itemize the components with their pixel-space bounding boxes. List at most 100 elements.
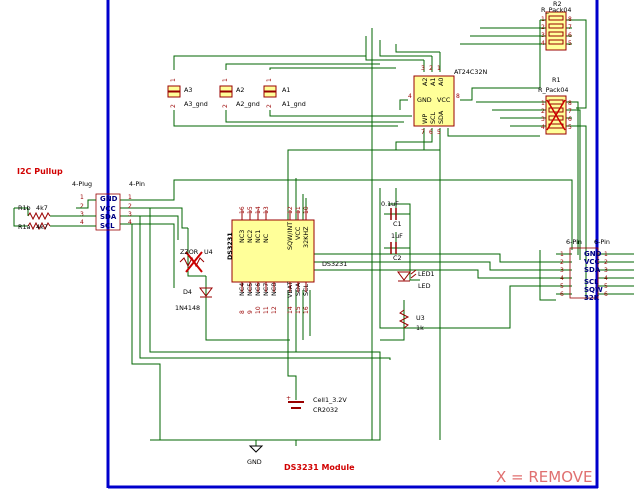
rpack-r1: R1 R_Pack04 1 2 3 4 8 7 6 5: [538, 76, 572, 135]
jumper-pin: 1: [222, 78, 229, 82]
cell-value: CR2032: [313, 406, 338, 414]
out-label-a: 6-Pin: [566, 238, 582, 246]
led1-value: LED: [418, 282, 431, 290]
ic-pin-num: 9: [247, 310, 254, 314]
out-pin-num: 2: [560, 259, 564, 266]
ds3231-ic: DS3231 DS3231 NC3 NC2 NC1 NC SQW/INT VCC…: [226, 206, 347, 314]
rpack-r2-pin: 8: [568, 16, 572, 23]
eeprom-at24c32n: AT24C32N A2 A1 A0 GND VCC WP SCL SDA 3 2…: [408, 65, 488, 136]
jumper-ref: A1: [282, 86, 290, 94]
out-signal: SCL: [584, 278, 599, 286]
u3-ref: U3: [416, 314, 425, 322]
jumper-label: A3_gnd: [184, 100, 208, 108]
eeprom-pin-name: A2: [421, 78, 429, 86]
eeprom-name: AT24C32N: [454, 68, 488, 76]
r1a-ref: R1a: [18, 223, 31, 231]
pin-label: 4-Pin: [129, 180, 145, 188]
rpack-r2-pin: 7: [568, 24, 572, 31]
ic-pin-name: NC: [262, 233, 270, 243]
remove-mark: [546, 99, 566, 131]
ds3231-name: DS3231: [322, 260, 347, 268]
cell-plus: +: [286, 395, 291, 402]
out-pin-num: 4: [560, 275, 564, 282]
eeprom-pin-num: 1: [437, 65, 441, 72]
i2c-signal: GND: [100, 195, 118, 203]
rpack-r1-value: R_Pack04: [538, 86, 568, 94]
eeprom-pin-name: GND: [417, 96, 432, 104]
eeprom-pin-num: 5: [437, 129, 441, 136]
rpack-r1-pin: 2: [541, 108, 545, 115]
i2c-pin-num: 4: [80, 219, 84, 226]
out-pin-num: 4: [604, 275, 608, 282]
i2c-pin-num: 3: [80, 211, 84, 218]
ic-pin-name: NC3: [238, 230, 246, 243]
eeprom-pin-num: 3: [421, 65, 425, 72]
ic-pin-num: 10: [255, 306, 262, 314]
eeprom-pin-name: A1: [429, 78, 437, 86]
i2c-pin-num: 3: [128, 211, 132, 218]
ic-pin-num: 15: [295, 306, 302, 314]
i2c-pin-num: 1: [128, 194, 132, 201]
ic-pin-num: 11: [263, 306, 270, 314]
jumper-pin: 2: [170, 104, 177, 108]
remove-mark: [185, 251, 203, 273]
zzor-label: ZZOR: [180, 248, 199, 256]
c1-value: 0.1uF: [381, 200, 399, 208]
zzor-u4: ZZOR U4: [179, 248, 213, 273]
rpack-r1-pin: 8: [568, 100, 572, 107]
c1-ref: C1: [393, 220, 402, 228]
ic-pin-num: 8: [239, 310, 246, 314]
out-pin-num: 1: [560, 251, 564, 258]
r1a-value: 4k7: [36, 223, 48, 231]
r1b-value: 4k7: [36, 204, 48, 212]
out-signal: VCC: [584, 258, 600, 266]
diode-d4: D4 1N4148: [175, 287, 213, 312]
rpack-r2-pin: 1: [541, 16, 545, 23]
wires: [120, 19, 634, 446]
out-signal: SDA: [584, 266, 601, 274]
eeprom-pin-num: 8: [456, 93, 460, 100]
eeprom-pin-num: 4: [408, 93, 412, 100]
jumper-pin: 2: [266, 104, 273, 108]
rpack-r1-pin: 1: [541, 100, 545, 107]
eeprom-pin-name: WP: [421, 114, 429, 124]
battery-cell1: + Cell1_3.2V CR2032: [286, 395, 347, 414]
rpack-r2: R2 R_Pack04 1 2 3 4 8 7 6 5: [541, 0, 572, 51]
module-title: DS3231 Module: [284, 463, 355, 472]
i2c-pin-num: 2: [128, 203, 132, 210]
ic-pin-name: NC1: [254, 230, 262, 243]
rpack-r1-pin: 5: [568, 124, 572, 131]
out-pin-num: 6: [604, 291, 608, 298]
rpack-r2-ref: R2: [553, 0, 562, 8]
out-signal: GND: [584, 250, 602, 258]
jumper-pin: 1: [266, 78, 273, 82]
rpack-r2-pin: 4: [541, 40, 545, 47]
eeprom-pin-name: VCC: [437, 96, 451, 104]
out-label-b: 6-Pin: [594, 238, 610, 246]
out-pin-num: 3: [560, 267, 564, 274]
i2c-signal: VCC: [100, 205, 116, 213]
output-header: 6-Pin 6-Pin GND VCC SDA SCL SQW 32K 1 2 …: [560, 238, 610, 302]
eeprom-pin-name: A0: [437, 78, 445, 86]
gnd-label: GND: [247, 458, 262, 466]
resistor-u3: U3 1k: [398, 309, 425, 332]
jumper-ref: A3: [184, 86, 192, 94]
eeprom-pin-num: 7: [421, 129, 425, 136]
i2c-pin-num: 1: [80, 194, 84, 201]
ic-pin-num: 14: [287, 306, 294, 314]
eeprom-pin-num: 6: [429, 129, 433, 136]
i2c-signal: SDA: [100, 213, 117, 221]
out-pin-num: 3: [604, 267, 608, 274]
jumper-label: A2_gnd: [236, 100, 260, 108]
out-pin-num: 5: [604, 283, 608, 290]
jumper-a1: A1 A1_gnd 1 2: [263, 78, 306, 108]
r1b-ref: R1b: [18, 204, 31, 212]
cell-ref: Cell1_3.2V: [313, 396, 347, 404]
i2c-pin-num: 4: [128, 219, 132, 226]
out-pin-num: 1: [604, 251, 608, 258]
rpack-r2-pin: 2: [541, 24, 545, 31]
rpack-r1-pin: 3: [541, 116, 545, 123]
ic-pin-name: NC2: [246, 230, 254, 243]
board-outline: [106, 0, 599, 489]
jumper-label: A1_gnd: [282, 100, 306, 108]
